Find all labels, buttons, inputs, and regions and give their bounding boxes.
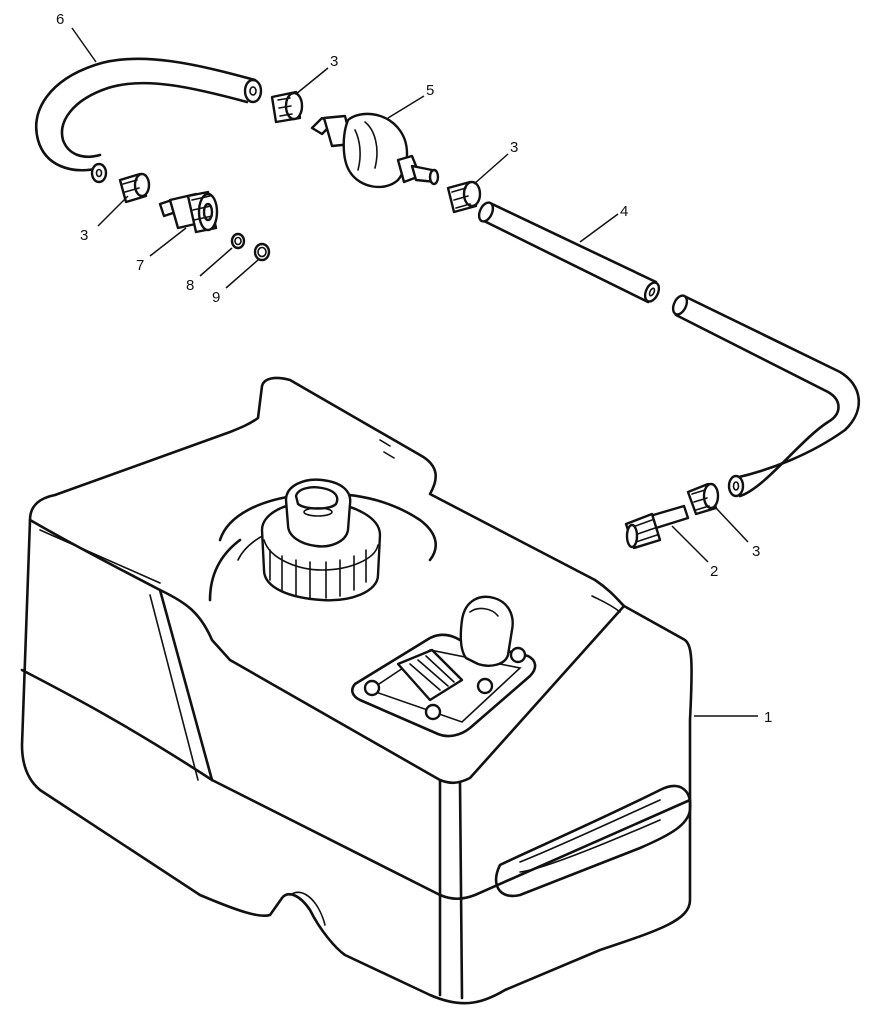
hose-clamp-left: [118, 172, 151, 204]
tank-handle: [494, 784, 692, 898]
callout-1: 1: [764, 709, 772, 726]
callout-5: 5: [426, 82, 434, 99]
callout-3-left: 3: [80, 227, 88, 244]
callout-2: 2: [710, 563, 718, 580]
hose-straight: [477, 201, 661, 304]
hose-clamp-mid: [446, 180, 482, 214]
callout-7: 7: [136, 257, 144, 274]
callout-3-upper: 3: [330, 53, 338, 70]
hose-clamp-lower: [686, 482, 720, 516]
primer-bulb: [310, 112, 440, 189]
callout-8: 8: [186, 277, 194, 294]
hose-clamp-upper: [270, 90, 304, 124]
callout-6: 6: [56, 11, 64, 28]
callout-4: 4: [620, 203, 628, 220]
o-ring-large: [253, 242, 271, 262]
o-ring-small: [230, 232, 246, 250]
engine-connector: [158, 190, 219, 234]
fuel-gauge-plate: [350, 595, 537, 738]
tank-fitting: [624, 504, 690, 550]
callout-9: 9: [212, 289, 220, 306]
callout-3-lower: 3: [752, 543, 760, 560]
callout-leaders: [71, 27, 758, 717]
hose-tank-side: [671, 294, 861, 498]
callout-3-mid: 3: [510, 139, 518, 156]
filler-cap: [260, 478, 382, 602]
fuel-tank: [20, 376, 693, 1005]
hose-upper-loop: [35, 57, 263, 184]
